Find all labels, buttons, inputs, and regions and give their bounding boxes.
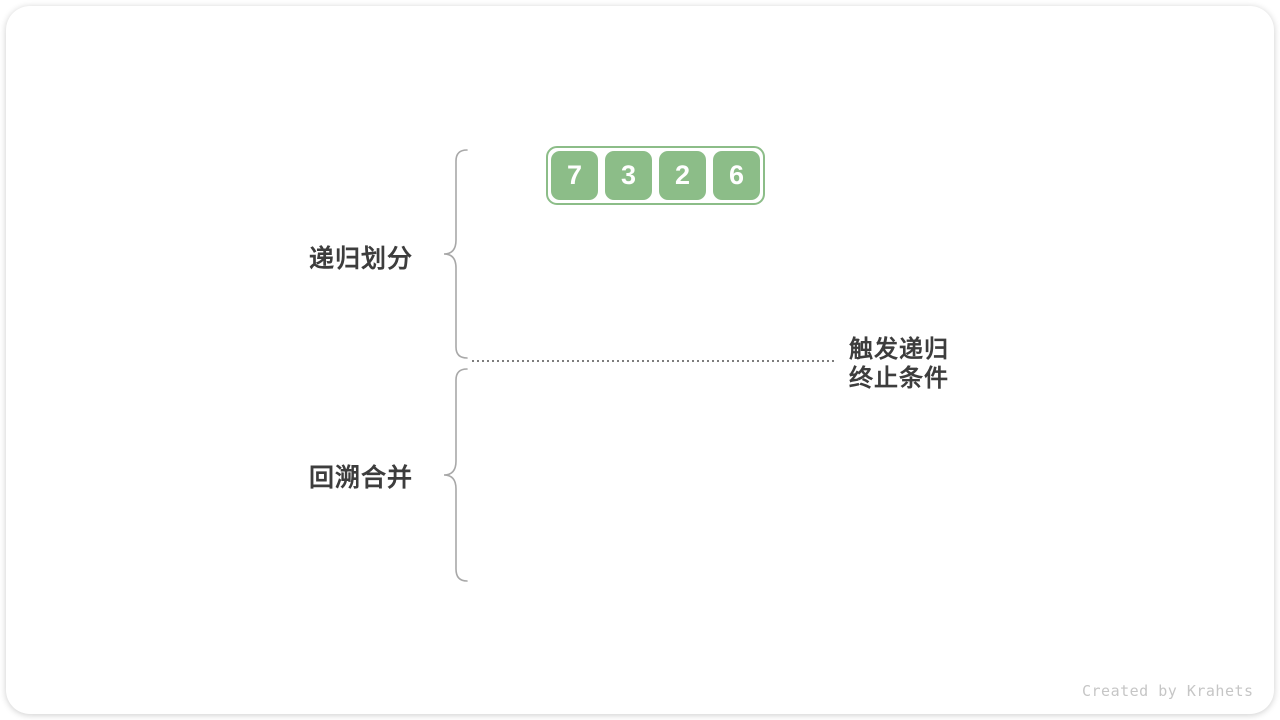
termination-dotted-line — [472, 360, 836, 362]
watermark-credit: Created by Krahets — [1082, 682, 1254, 700]
array-cell: 6 — [713, 151, 760, 200]
label-termination-line2: 终止条件 — [849, 365, 949, 392]
array-cell: 2 — [659, 151, 706, 200]
label-recursive-divide: 递归划分 — [309, 245, 414, 273]
curly-brace-bottom — [439, 367, 469, 588]
diagram-card: 7 3 2 6 递归划分 回溯合并 触发递归 终止条件 Created by K… — [6, 6, 1274, 714]
label-backtrack-merge: 回溯合并 — [309, 464, 414, 492]
curly-brace-top — [439, 148, 469, 365]
label-termination-line1: 触发递归 — [849, 336, 949, 363]
array-cell: 3 — [605, 151, 652, 200]
array-cell: 7 — [551, 151, 598, 200]
array-container: 7 3 2 6 — [546, 146, 765, 205]
label-termination-condition: 触发递归 终止条件 — [849, 335, 949, 393]
